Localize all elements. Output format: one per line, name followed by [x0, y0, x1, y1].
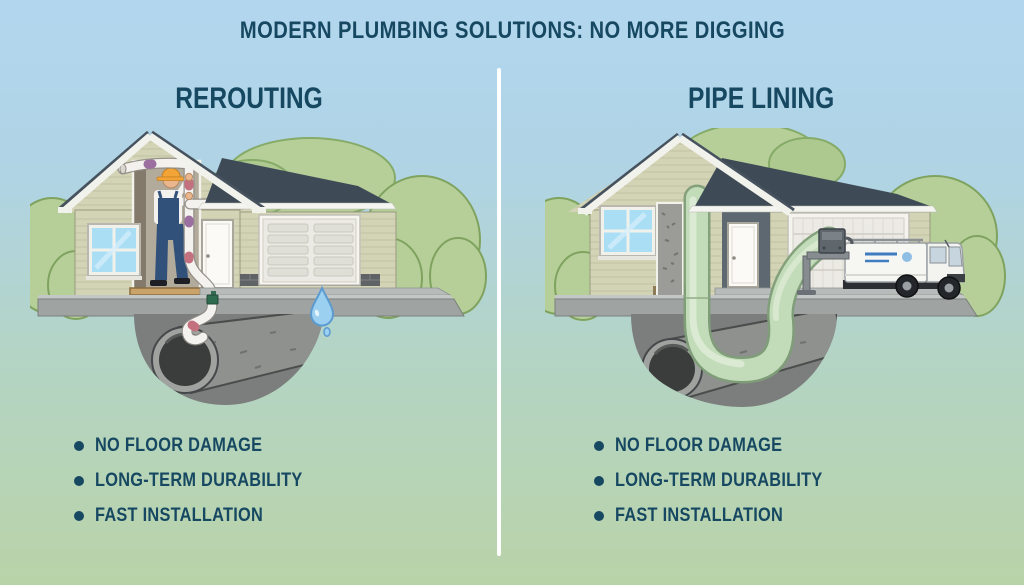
worker-hand [184, 172, 194, 182]
benefit-item: LONG-TERM DURABILITY [594, 469, 856, 493]
benefit-item: NO FLOOR DAMAGE [594, 434, 856, 458]
bullet-dot-icon [594, 441, 604, 451]
benefit-item: FAST INSTALLATION [74, 504, 336, 528]
heading-rerouting: REROUTING [175, 82, 323, 115]
benefits-list-rerouting: NO FLOOR DAMAGE LONG-TERM DURABILITY FAS… [74, 434, 336, 539]
concrete-column-cutaway [653, 202, 687, 297]
roof [578, 132, 938, 216]
panel-pipe-lining: PIPE LINING [498, 0, 1024, 585]
liner-feed-equipment [797, 228, 854, 295]
entry-door [727, 222, 759, 288]
pipe-liner [683, 184, 843, 384]
pipe-valve-icon [206, 291, 219, 305]
lining-truck-icon [843, 238, 965, 300]
bullet-dot-icon [74, 441, 84, 451]
water-droplet-icon [309, 285, 335, 337]
underground-soil [134, 314, 323, 405]
bullet-dot-icon [594, 511, 604, 521]
panel-rerouting: REROUTING [0, 0, 498, 585]
worker-hand [184, 191, 194, 201]
bullet-dot-icon [594, 476, 604, 486]
house-window [86, 223, 142, 280]
pipe-lining-illustration [545, 128, 1006, 407]
new-pipe-underground [181, 300, 218, 346]
bullet-dot-icon [74, 476, 84, 486]
page-title: MODERN PLUMBING SOLUTIONS: NO MORE DIGGI… [239, 17, 785, 44]
garage-door [258, 214, 361, 286]
truck-logo-icon [865, 252, 912, 263]
rerouting-illustration [30, 130, 487, 405]
house-window [598, 205, 658, 260]
hard-hat-icon [156, 167, 185, 181]
roof [58, 130, 397, 214]
scaffold-plank [129, 287, 203, 296]
benefits-list-pipe-lining: NO FLOOR DAMAGE LONG-TERM DURABILITY FAS… [594, 434, 856, 539]
door-knob-icon [206, 254, 210, 258]
panel-divider [497, 68, 501, 556]
benefit-item: LONG-TERM DURABILITY [74, 469, 336, 493]
benefit-item: NO FLOOR DAMAGE [74, 434, 336, 458]
heading-pipe-lining: PIPE LINING [687, 82, 835, 115]
bullet-dot-icon [74, 511, 84, 521]
benefit-item: FAST INSTALLATION [594, 504, 856, 528]
door-knob-icon [732, 256, 736, 260]
porch-recess [722, 206, 770, 296]
